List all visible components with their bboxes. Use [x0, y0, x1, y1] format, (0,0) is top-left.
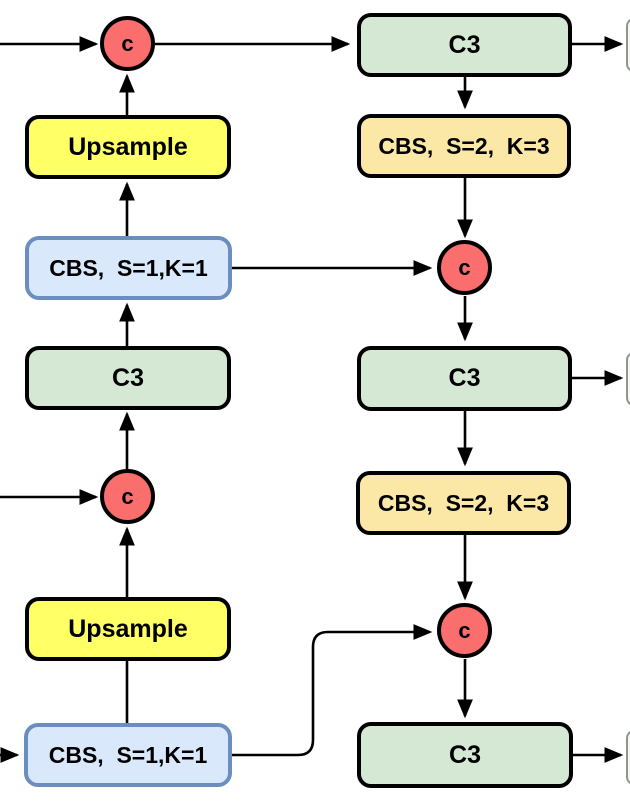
node-label: CBS, S=1,K=1 [49, 254, 208, 281]
concat-node-3: c [437, 240, 492, 295]
node-label: C3 [448, 30, 481, 59]
upsample-block-1: Upsample [25, 115, 231, 179]
concat-label: c [121, 30, 134, 56]
cutoff-box-right-top [626, 18, 630, 72]
node-label: CBS, S=2, K=3 [378, 132, 550, 159]
cutoff-box-right-bottom [626, 730, 630, 785]
concat-node-2: c [100, 469, 155, 524]
flow-arrow-cbs112-to-concat4 [232, 624, 433, 757]
c3-block-bottom-right: C3 [357, 722, 573, 788]
node-label: C3 [449, 740, 481, 769]
node-label: Upsample [68, 614, 188, 643]
cbs-s2k3-block-1: CBS, S=2, K=3 [357, 114, 571, 178]
node-label: CBS, S=1,K=1 [48, 741, 208, 768]
cbs-s1k1-block-2: CBS, S=1,K=1 [24, 723, 232, 787]
concat-label: c [458, 617, 471, 643]
node-label: C3 [112, 363, 144, 392]
cbs-s2k3-block-2: CBS, S=2, K=3 [356, 471, 571, 535]
concat-node-1: c [100, 16, 155, 71]
concat-label: c [121, 483, 134, 509]
upsample-block-2: Upsample [25, 597, 231, 661]
node-label: Upsample [68, 132, 188, 161]
concat-node-4: c [437, 603, 492, 658]
cbs-s1k1-block-1: CBS, S=1,K=1 [25, 236, 232, 300]
c3-block-top-right: C3 [357, 13, 572, 77]
node-label: C3 [448, 364, 481, 392]
concat-label: c [458, 254, 471, 280]
c3-block-mid-right: C3 [357, 346, 572, 411]
node-label: CBS, S=2, K=3 [377, 489, 550, 516]
cutoff-box-right-middle [626, 352, 630, 406]
c3-block-left: C3 [25, 346, 231, 410]
